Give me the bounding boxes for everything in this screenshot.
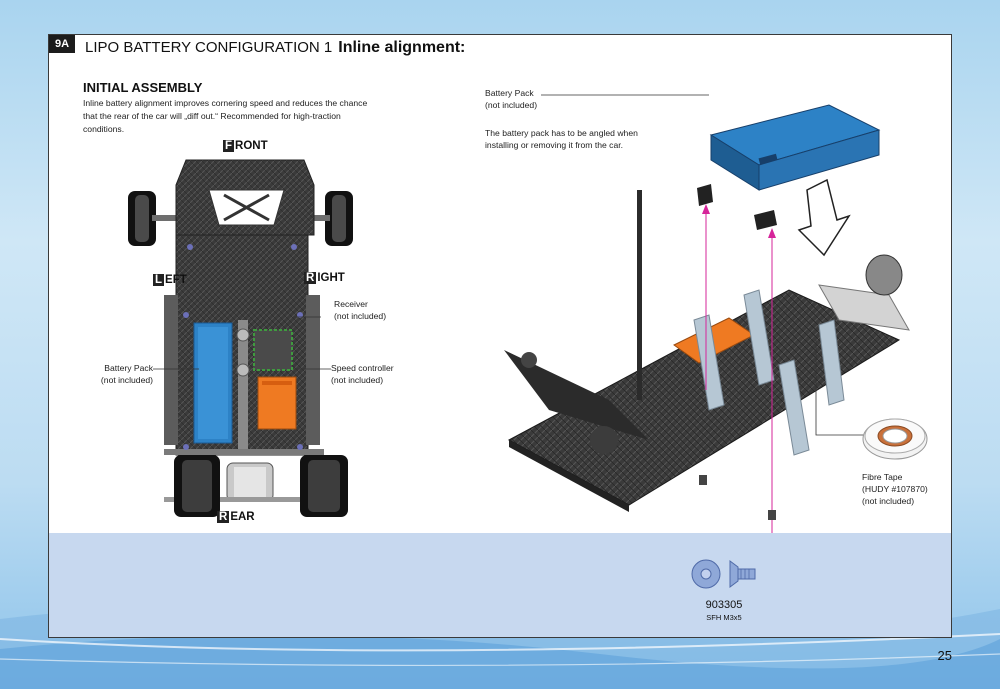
iso-down-arrow bbox=[797, 178, 851, 257]
receiver-top bbox=[253, 329, 293, 371]
iso-battery-label: Battery Pack (not included) bbox=[485, 87, 537, 111]
iso-view-leader-lines bbox=[541, 94, 864, 436]
speed-controller-label-line2: (not included) bbox=[331, 375, 384, 385]
fibre-tape-label-line2: (HUDY #107870) bbox=[862, 484, 928, 494]
iso-battery-holder-1 bbox=[697, 184, 713, 206]
iso-tape-strip-1 bbox=[693, 314, 725, 411]
top-view-chassis-illustration bbox=[128, 159, 353, 517]
page-number: 25 bbox=[937, 648, 952, 663]
speed-controller-label: Speed controller (not included) bbox=[331, 362, 394, 386]
top-battery-label-line1: Battery Pack bbox=[104, 363, 153, 373]
angle-note-line2: installing or removing it from the car. bbox=[485, 140, 624, 150]
fibre-tape-roll-icon bbox=[862, 418, 928, 460]
part-code: 903305 bbox=[705, 599, 743, 611]
intro-text: Inline battery alignment improves corner… bbox=[83, 98, 368, 134]
fibre-tape-label-line1: Fibre Tape bbox=[862, 472, 903, 482]
iso-battery-holder-2 bbox=[754, 210, 777, 230]
speed-controller-label-line1: Speed controller bbox=[331, 363, 394, 373]
angle-note: The battery pack has to be angled when i… bbox=[485, 127, 638, 151]
fibre-tape-label: Fibre Tape (HUDY #107870) (not included) bbox=[862, 471, 928, 507]
receiver-label-line2: (not included) bbox=[334, 311, 387, 321]
receiver-label-line1: Receiver bbox=[334, 299, 368, 309]
receiver-label: Receiver (not included) bbox=[334, 298, 386, 322]
step-title-prefix: LIPO BATTERY CONFIGURATION 1 bbox=[85, 39, 333, 56]
iso-tape-strip-2 bbox=[743, 289, 775, 386]
fibre-tape-label-line3: (not included) bbox=[862, 496, 915, 506]
parts-bar: 903305 SFH M3x5 bbox=[49, 533, 951, 637]
screw-side-icon bbox=[729, 560, 756, 588]
top-view-leader-lines bbox=[153, 316, 331, 370]
isometric-chassis-illustration bbox=[504, 104, 910, 550]
iso-tape-strip-4 bbox=[818, 319, 845, 406]
iso-tape-strip-3 bbox=[778, 359, 810, 456]
step-badge: 9A bbox=[49, 35, 75, 53]
instruction-page: 9A LIPO BATTERY CONFIGURATION 1 Inline al… bbox=[48, 34, 952, 638]
top-battery-label: Battery Pack (not included) bbox=[97, 362, 153, 386]
iso-motor bbox=[818, 284, 910, 331]
top-battery-label-line2: (not included) bbox=[100, 375, 153, 385]
section-title: INITIAL ASSEMBLY bbox=[83, 80, 203, 95]
step-title-emphasis: Inline alignment: bbox=[338, 39, 466, 56]
iso-battery-label-line2: (not included) bbox=[485, 100, 538, 110]
step-title: LIPO BATTERY CONFIGURATION 1 Inline align… bbox=[85, 39, 465, 57]
angle-note-line1: The battery pack has to be angled when bbox=[485, 128, 638, 138]
screw-head-icon bbox=[691, 559, 721, 589]
part-name: SFH M3x5 bbox=[706, 613, 742, 622]
iso-battery-label-line1: Battery Pack bbox=[485, 88, 534, 98]
speed-controller-top bbox=[257, 376, 297, 430]
